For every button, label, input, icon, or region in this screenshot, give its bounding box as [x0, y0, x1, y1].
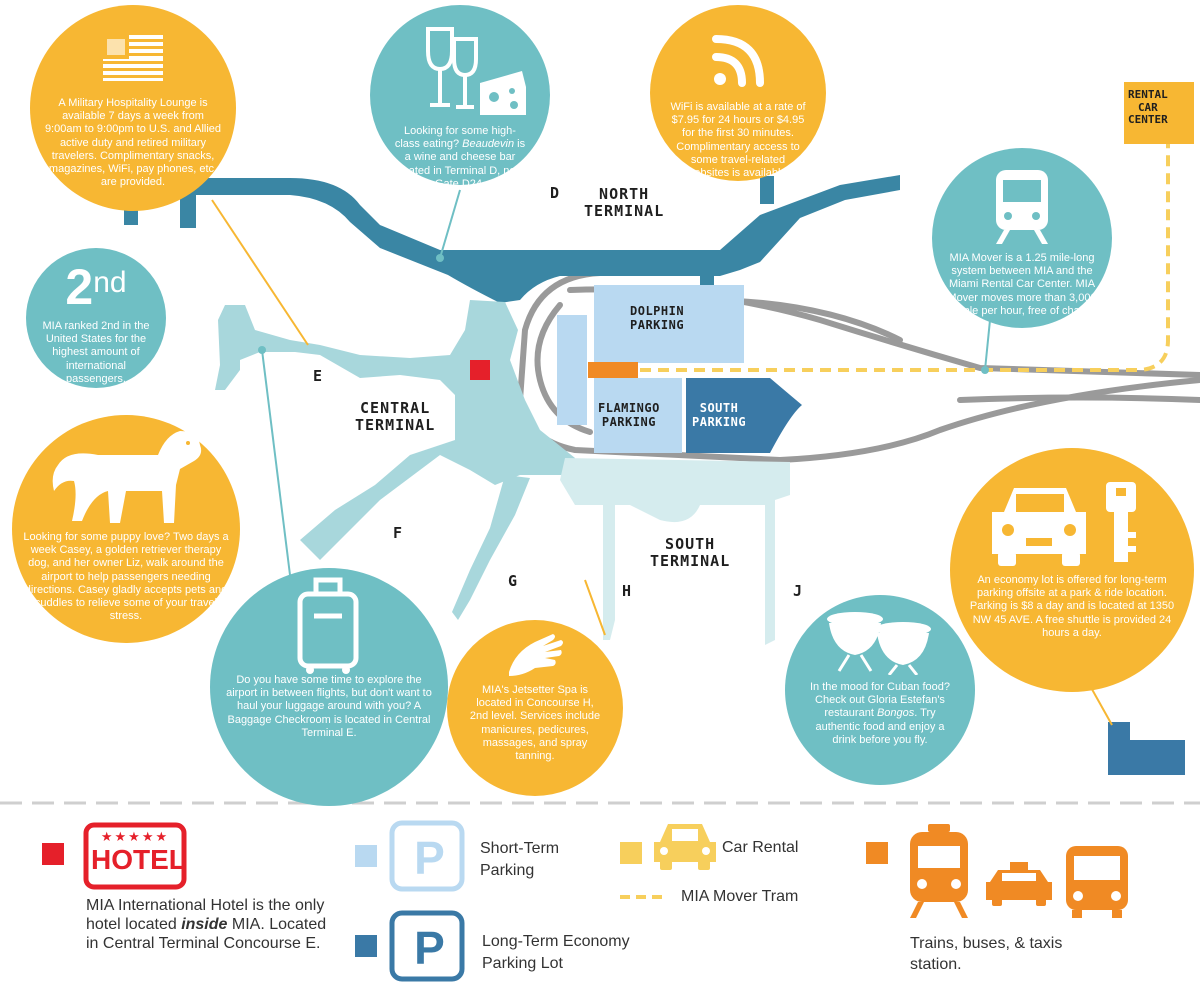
hotel-sign-text: HOTEL [91, 844, 186, 875]
military-lounge-text: A Military Hospitality Lounge is availab… [44, 97, 222, 189]
hotel-sign-icon [83, 822, 187, 890]
therapy-dog-text: Looking for some puppy love? Two days a … [23, 531, 229, 623]
legend-transit-swatch [866, 842, 888, 864]
mover-tram-label: MIA Mover Tram [681, 888, 799, 905]
hotel-description: MIA International Hotel is the only hote… [86, 897, 327, 953]
north-terminal-shape [100, 175, 900, 303]
economy-lot-shape [1108, 722, 1185, 775]
legend-long-term-swatch [355, 935, 377, 957]
mia-mover-text: MIA Mover is a 1.25 mile-long system bet… [945, 252, 1099, 317]
cuban-food-text: In the mood for Cuban food? Check out Gl… [809, 681, 951, 746]
mover-tram-line [640, 140, 1170, 372]
rental-car-center-label: RENTAL CAR CENTER [1128, 88, 1168, 127]
dolphin-parking-label: DOLPHIN PARKING [630, 304, 685, 332]
wifi-icon [712, 35, 764, 87]
car-icon [654, 824, 716, 870]
wine-bar-bubble: Looking for some high-class eating? Beau… [370, 5, 550, 190]
concourse-d-label: D [550, 184, 561, 202]
car-rental-label: Car Rental [722, 839, 799, 856]
legend-car-rental-swatch [620, 842, 642, 864]
south-parking-label: SOUTH PARKING [692, 401, 747, 429]
long-term-parking-symbol: P [414, 922, 445, 974]
parking-shapes [557, 285, 802, 453]
north-terminal-label: NORTH TERMINAL [584, 185, 665, 221]
wine-bar-text: Looking for some high-class eating? Beau… [394, 125, 526, 190]
luggage-icon [297, 577, 359, 674]
concourse-f-label: F [393, 524, 404, 542]
military-lounge-bubble: A Military Hospitality Lounge is availab… [30, 5, 236, 211]
baggage-checkroom-text: Do you have some time to explore the air… [226, 674, 432, 739]
train-icon [910, 824, 968, 918]
spa-text: MIA's Jetsetter Spa is located in Concou… [469, 684, 601, 762]
concourse-e-label: E [313, 367, 324, 385]
bongos-food-icon [827, 612, 931, 675]
central-terminal-label: CENTRAL TERMINAL [355, 399, 436, 435]
short-term-parking-icon [389, 820, 465, 892]
taxi-icon [986, 862, 1052, 906]
bus-icon [1066, 846, 1128, 918]
car-key-icon [992, 482, 1136, 566]
rental-car-center-box [1124, 82, 1194, 144]
flag-icon [103, 35, 163, 81]
ranking-text: MIA ranked 2nd in the United States for … [42, 320, 150, 385]
dog-icon [52, 431, 202, 523]
long-term-parking-icon [389, 910, 465, 982]
baggage-checkroom-bubble: Do you have some time to explore the air… [210, 568, 448, 806]
wifi-bubble: WiFi is available at a rate of $7.95 for… [650, 5, 826, 181]
therapy-dog-bubble: Looking for some puppy love? Two days a … [12, 415, 240, 643]
concourse-g-label: G [508, 572, 519, 590]
legend-hotel-swatch [42, 843, 64, 865]
flamingo-parking-label: FLAMINGO PARKING [598, 401, 660, 429]
long-term-parking-label: Long-Term Economy Parking Lot [482, 933, 630, 972]
short-term-parking-symbol: P [414, 832, 445, 884]
south-terminal-label: SOUTH TERMINAL [650, 535, 731, 571]
ranking-bubble: 2nd MIA ranked 2nd in the United States … [26, 248, 166, 388]
cuban-food-bubble: In the mood for Cuban food? Check out Gl… [785, 595, 975, 785]
economy-lot-bubble: An economy lot is offered for long-term … [950, 448, 1194, 692]
concourse-j-label: J [793, 582, 804, 600]
south-terminal-shape [560, 458, 790, 645]
spa-bubble: MIA's Jetsetter Spa is located in Concou… [447, 620, 623, 796]
short-term-parking-label: Short-Term Parking [480, 840, 560, 879]
wifi-text: WiFi is available at a rate of $7.95 for… [670, 101, 806, 179]
hotel-stars: ★★★★★ [100, 829, 170, 844]
mia-mover-bubble: MIA Mover is a 1.25 mile-long system bet… [932, 148, 1112, 328]
tram-icon [996, 170, 1048, 244]
transit-label: Trains, buses, & taxis station. [910, 935, 1063, 973]
wine-cheese-icon [426, 27, 526, 115]
legend-short-term-swatch [355, 845, 377, 867]
ranking-number: 2nd [65, 259, 127, 315]
economy-lot-text: An economy lot is offered for long-term … [969, 574, 1175, 639]
hotel-marker [470, 360, 490, 380]
concourse-h-label: H [622, 582, 633, 600]
spa-hand-icon [509, 634, 563, 676]
